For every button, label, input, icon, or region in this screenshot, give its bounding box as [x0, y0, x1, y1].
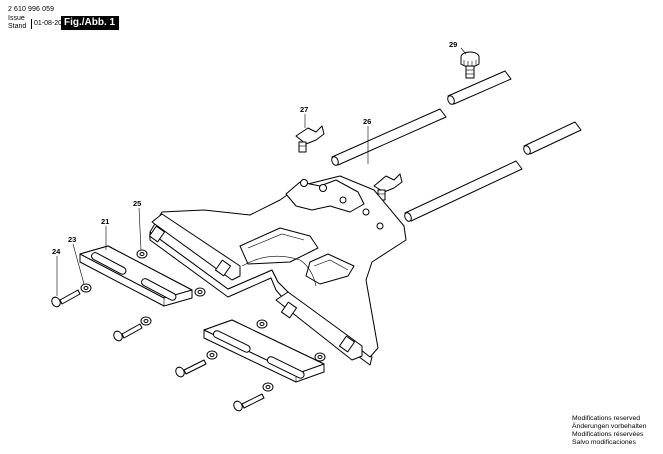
- note-es: Salvo modificaciones: [572, 439, 636, 446]
- note-de: Änderungen vorbehalten: [572, 423, 647, 430]
- part-number-23: 23: [68, 235, 76, 244]
- slotted-plate-upper: [79, 245, 193, 307]
- knurled-screw: [460, 51, 480, 79]
- screw-1: [51, 289, 81, 308]
- part-numbers: 29 27 26 25 21 23 24: [52, 40, 457, 256]
- screw-3: [175, 359, 207, 378]
- note-fr: Modifications réservées: [572, 431, 644, 438]
- issue-stand-label: Issue Stand: [8, 15, 26, 31]
- part-number-27: 27: [300, 105, 308, 114]
- base-plate: [148, 175, 407, 366]
- wing-screw-upper: [295, 125, 325, 153]
- modification-notes: Modifications reserved Änderungen vorbeh…: [572, 415, 646, 447]
- leader-lines: [56, 47, 467, 296]
- screw-2: [113, 323, 143, 342]
- note-en: Modifications reserved: [572, 415, 640, 422]
- screw-4: [233, 393, 265, 412]
- part-number-26: 26: [363, 117, 371, 126]
- slotted-plate-lower: [203, 319, 325, 383]
- issue-label: Issue: [8, 15, 25, 22]
- part-number-29: 29: [449, 40, 457, 49]
- document-code: 2 610 996 059: [8, 6, 55, 13]
- stand-label: Stand: [8, 23, 27, 30]
- part-number-24: 24: [52, 247, 61, 256]
- screws: [51, 289, 265, 412]
- figure-label: Fig./Abb. 1: [61, 16, 120, 30]
- rod-upper-left: [331, 108, 447, 166]
- rod-lower-right: [523, 121, 582, 155]
- guide-rods: [331, 70, 582, 222]
- part-number-21: 21: [101, 217, 109, 226]
- rod-lower-left: [404, 160, 523, 222]
- rod-upper-right: [447, 70, 512, 105]
- washers-and-nuts: [80, 249, 326, 392]
- issue-date: 01-08-20: [31, 19, 62, 29]
- part-number-25: 25: [133, 199, 141, 208]
